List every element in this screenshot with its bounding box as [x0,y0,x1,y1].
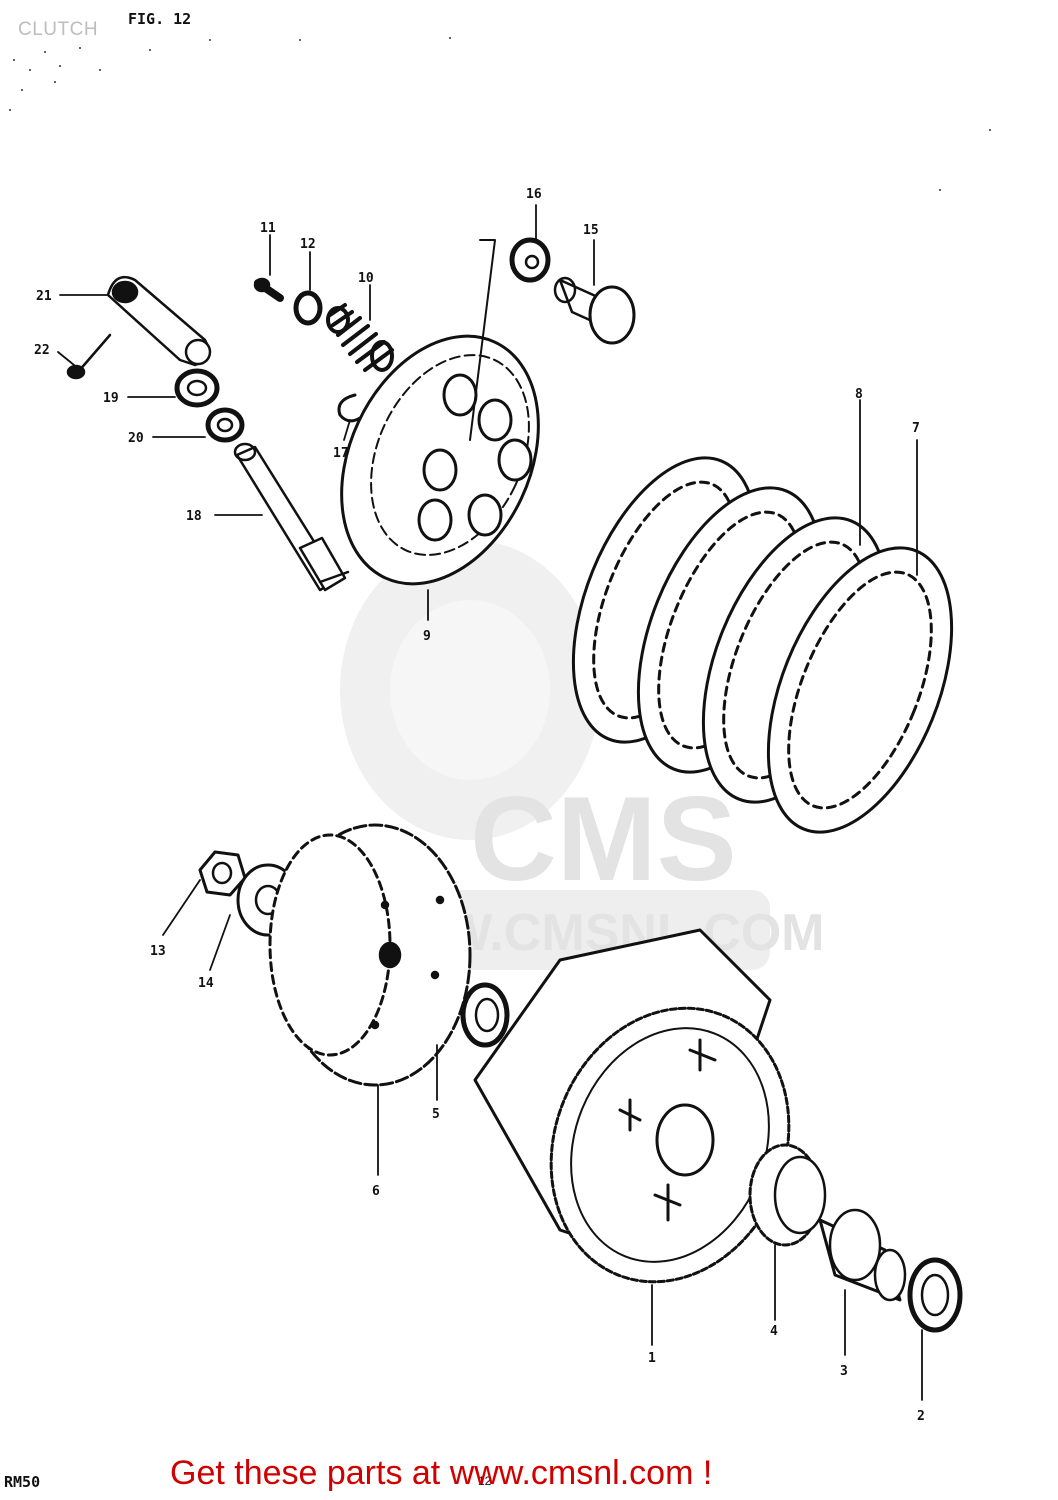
part-20-washer [205,407,245,443]
watermark-main: CMS [470,772,737,906]
callout-labels: 1 2 3 4 5 6 7 8 9 10 11 12 13 14 15 16 1… [34,187,925,1424]
part-5-thrust-washer [460,982,510,1048]
callout-12: 12 [300,237,316,252]
callout-3: 3 [840,1364,848,1379]
part-10-clutch-spring [326,303,394,372]
part-1-clutch-housing [473,928,791,1284]
leader-lines [57,204,923,1401]
callout-7: 7 [912,421,920,436]
figure-label: FIG. 12 [128,10,192,28]
part-7-friction-plate [766,546,954,834]
callout-16: 16 [526,187,542,202]
part-2-washer [907,1257,963,1333]
callout-13: 13 [150,944,166,959]
callout-10: 10 [358,271,374,286]
part-15-bolt [553,276,636,345]
callout-22: 22 [34,343,50,358]
part-22-bolt [66,333,112,380]
callout-15: 15 [583,223,599,238]
callout-1: 1 [648,1351,656,1366]
page-number: 12 [478,1474,492,1488]
part-21-release-arm [106,275,212,367]
callout-14: 14 [198,976,214,991]
callout-11: 11 [260,221,276,236]
callout-5: 5 [432,1107,440,1122]
part-19-oil-seal [174,368,220,408]
callout-6: 6 [372,1184,380,1199]
callout-18: 18 [186,509,202,524]
part-3-spacer [818,1208,907,1302]
part-18-push-rod [233,442,350,592]
get-parts-link[interactable]: Get these parts at www.cmsnl.com ! [170,1454,713,1492]
part-4-drive-gear [748,1143,827,1247]
part-12-washer [293,290,323,326]
part-17-circlip [337,393,362,423]
part-11-screw [253,277,284,302]
part-16-washer [509,237,551,283]
callout-21: 21 [36,289,52,304]
part-9-pressure-plate [340,239,540,586]
callout-19: 19 [103,391,119,406]
callout-2: 2 [917,1409,925,1424]
callout-17: 17 [333,446,349,461]
callout-9: 9 [423,629,431,644]
callout-8: 8 [855,387,863,402]
scan-speckle [9,37,991,191]
callout-20: 20 [128,431,144,446]
page-title: CLUTCH [18,19,99,40]
callout-4: 4 [770,1324,778,1339]
model-code: RM50 [4,1473,41,1491]
part-6-primary-gear [268,823,472,1087]
